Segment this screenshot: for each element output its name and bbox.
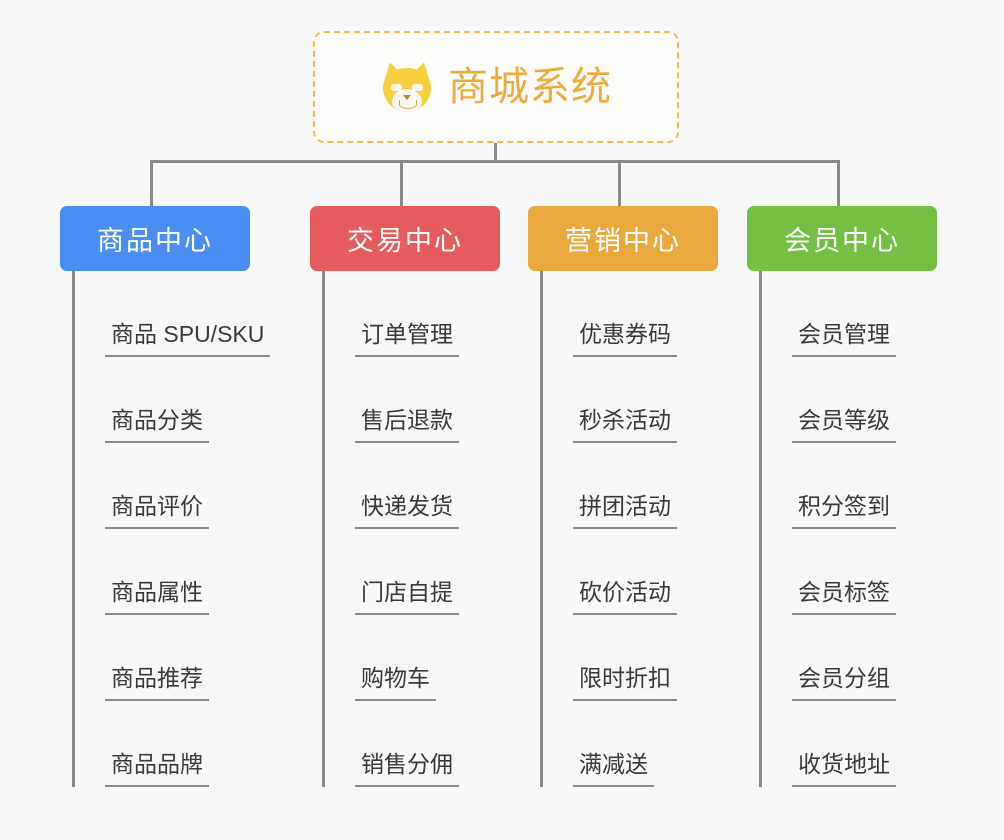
list-item-label: 商品属性 (105, 578, 209, 615)
connector-drop-4 (837, 160, 840, 206)
branch-body-marketing-center: 优惠券码 秒杀活动 拼团活动 砍价活动 限时折扣 满减送 (540, 271, 718, 787)
list-item[interactable]: 购物车 (325, 615, 500, 701)
list-item[interactable]: 秒杀活动 (543, 357, 718, 443)
list-item-label: 积分签到 (792, 492, 896, 529)
connector-drop-2 (400, 160, 403, 206)
list-item[interactable]: 商品评价 (75, 443, 250, 529)
branch-body-member-center: 会员管理 会员等级 积分签到 会员标签 会员分组 收货地址 (759, 271, 937, 787)
branch-marketing-center: 营销中心 优惠券码 秒杀活动 拼团活动 砍价活动 限时折扣 满减送 (528, 206, 718, 787)
list-item[interactable]: 会员标签 (762, 529, 937, 615)
branch-product-center: 商品中心 商品 SPU/SKU 商品分类 商品评价 商品属性 商品推荐 商品品牌 (60, 206, 271, 787)
branch-header-label: 商品中心 (97, 226, 213, 256)
list-item[interactable]: 积分签到 (762, 443, 937, 529)
list-item-label: 快递发货 (355, 492, 459, 529)
list-item[interactable]: 优惠券码 (543, 271, 718, 357)
list-item-label: 门店自提 (355, 578, 459, 615)
connector-horizontal-bus (150, 160, 840, 163)
connector-drop-1 (150, 160, 153, 206)
list-item[interactable]: 商品 SPU/SKU (75, 271, 271, 357)
list-item[interactable]: 订单管理 (325, 271, 500, 357)
list-item[interactable]: 收货地址 (762, 701, 937, 787)
list-item[interactable]: 会员分组 (762, 615, 937, 701)
branch-body-trade-center: 订单管理 售后退款 快递发货 门店自提 购物车 销售分佣 (322, 271, 500, 787)
list-item[interactable]: 限时折扣 (543, 615, 718, 701)
list-item-label: 商品评价 (105, 492, 209, 529)
branch-header-marketing-center[interactable]: 营销中心 (528, 206, 718, 271)
shiba-dog-face-icon (380, 59, 434, 113)
list-item-label: 订单管理 (355, 320, 459, 357)
list-item-label: 满减送 (573, 750, 654, 787)
list-item-label: 拼团活动 (573, 492, 677, 529)
branch-member-center: 会员中心 会员管理 会员等级 积分签到 会员标签 会员分组 收货地址 (747, 206, 937, 787)
list-item[interactable]: 商品属性 (75, 529, 250, 615)
root-title: 商城系统 (448, 65, 612, 109)
list-item-label: 会员等级 (792, 406, 896, 443)
list-item[interactable]: 门店自提 (325, 529, 500, 615)
list-item[interactable]: 商品分类 (75, 357, 250, 443)
list-item[interactable]: 会员等级 (762, 357, 937, 443)
list-item-label: 购物车 (355, 664, 436, 701)
list-item[interactable]: 销售分佣 (325, 701, 500, 787)
root-node[interactable]: 商城系统 (313, 31, 679, 143)
branch-header-trade-center[interactable]: 交易中心 (310, 206, 500, 271)
list-item[interactable]: 砍价活动 (543, 529, 718, 615)
list-item-label: 会员分组 (792, 664, 896, 701)
branch-header-product-center[interactable]: 商品中心 (60, 206, 250, 271)
list-item-label: 秒杀活动 (573, 406, 677, 443)
list-item-label: 收货地址 (792, 750, 896, 787)
branch-header-label: 营销中心 (565, 226, 681, 256)
list-item[interactable]: 商品推荐 (75, 615, 250, 701)
branch-header-label: 会员中心 (784, 226, 900, 256)
list-item[interactable]: 会员管理 (762, 271, 937, 357)
list-item-label: 商品分类 (105, 406, 209, 443)
connector-root-stem (494, 143, 497, 163)
list-item-label: 商品品牌 (105, 750, 209, 787)
list-item-label: 销售分佣 (355, 750, 459, 787)
branch-header-label: 交易中心 (347, 226, 463, 256)
connector-drop-3 (618, 160, 621, 206)
list-item-label: 售后退款 (355, 406, 459, 443)
branch-header-member-center[interactable]: 会员中心 (747, 206, 937, 271)
list-item[interactable]: 拼团活动 (543, 443, 718, 529)
branch-trade-center: 交易中心 订单管理 售后退款 快递发货 门店自提 购物车 销售分佣 (310, 206, 500, 787)
list-item-label: 会员标签 (792, 578, 896, 615)
list-item[interactable]: 商品品牌 (75, 701, 250, 787)
list-item[interactable]: 满减送 (543, 701, 718, 787)
list-item-label: 商品 SPU/SKU (105, 320, 271, 357)
list-item-label: 砍价活动 (573, 578, 677, 615)
list-item-label: 商品推荐 (105, 664, 209, 701)
list-item-label: 优惠券码 (573, 320, 677, 357)
list-item-label: 限时折扣 (573, 664, 677, 701)
list-item[interactable]: 售后退款 (325, 357, 500, 443)
branch-body-product-center: 商品 SPU/SKU 商品分类 商品评价 商品属性 商品推荐 商品品牌 (72, 271, 271, 787)
list-item-label: 会员管理 (792, 320, 896, 357)
list-item[interactable]: 快递发货 (325, 443, 500, 529)
